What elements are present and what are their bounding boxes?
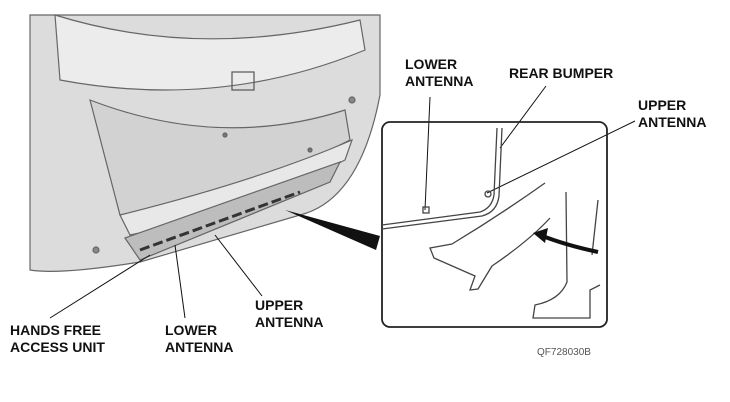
upper-antenna-label: UPPER ANTENNA [255,297,323,331]
callout-pointer [285,210,380,250]
label-line: ANTENNA [405,73,474,89]
inset-lower-antenna-label: LOWER ANTENNA [405,56,473,90]
label-line: ANTENNA [165,339,234,355]
vehicle-rear-illustration [29,14,381,272]
lower-antenna-label: LOWER ANTENNA [165,322,233,356]
inset-upper-antenna-label: UPPER ANTENNA [638,97,706,131]
label-line: ANTENNA [638,114,707,130]
label-line: ACCESS UNIT [10,339,105,355]
hands-free-access-unit-label: HANDS FREE ACCESS UNIT [10,322,105,356]
label-line: HANDS FREE [10,322,102,338]
label-line: UPPER [638,97,687,113]
label-line: ANTENNA [255,314,324,330]
label-line: UPPER [255,297,304,313]
figure-code: QF728030B [537,347,591,358]
label-line: LOWER [165,322,218,338]
leader-lines [49,85,636,319]
rear-bumper-label: REAR BUMPER [509,65,614,81]
arrow-icon [533,228,548,243]
label-line: LOWER [405,56,458,72]
inset-illustration [381,121,608,328]
